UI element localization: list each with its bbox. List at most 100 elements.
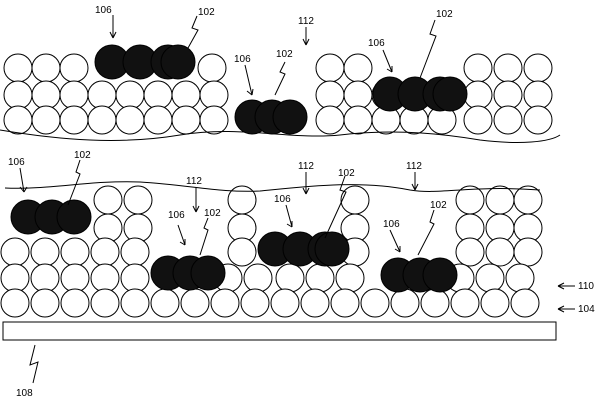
particle-circle: [390, 288, 420, 318]
particle-circle: [275, 263, 305, 293]
leader-line: [67, 159, 81, 206]
label-binder-cluster: 106: [368, 38, 385, 49]
particle-circle: [93, 213, 123, 243]
particle-circle: [90, 288, 120, 318]
particle-circle: [315, 53, 345, 83]
leader-line: [417, 209, 435, 256]
leader-line: [187, 15, 199, 49]
particle-circle: [523, 53, 553, 83]
particle-circle: [31, 105, 61, 135]
particle-circle: [115, 80, 145, 110]
particle-circle: [0, 288, 30, 318]
particle-circle: [87, 105, 117, 135]
particle-circle: [30, 263, 60, 293]
label-particle: 102: [338, 168, 355, 179]
dark-cluster: [150, 255, 226, 291]
particle-circle: [340, 185, 370, 215]
particle-circle: [315, 80, 345, 110]
leader-line: [179, 239, 186, 246]
particle-circle: [123, 185, 153, 215]
leader-lines: [19, 15, 575, 384]
particle-circle: [60, 288, 90, 318]
leader-line: [302, 187, 310, 195]
particle-circle: [115, 105, 145, 135]
leader-line: [557, 305, 565, 313]
dark-particle: [56, 199, 92, 235]
particle-circle: [87, 80, 117, 110]
leader-line: [29, 344, 39, 384]
leader-line: [419, 19, 437, 79]
particle-circle: [485, 237, 515, 267]
leader-line: [19, 167, 25, 193]
particle-circle: [199, 80, 229, 110]
particle-circle: [343, 80, 373, 110]
leader-line: [324, 175, 347, 239]
particle-circle: [420, 288, 450, 318]
label-particle: 102: [436, 9, 453, 20]
particle-circle: [143, 80, 173, 110]
dark-cluster: [380, 257, 458, 293]
label-gap: 112: [186, 176, 202, 187]
particle-circle: [463, 80, 493, 110]
particle-circle: [60, 237, 90, 267]
particle-circle: [305, 263, 335, 293]
particle-circle: [93, 185, 123, 215]
particle-circle: [30, 288, 60, 318]
dark-particle: [432, 76, 468, 112]
leader-line: [192, 205, 200, 213]
particle-circle: [360, 288, 390, 318]
particle-circle: [523, 80, 553, 110]
dark-particle: [160, 44, 196, 80]
particle-circle: [3, 53, 33, 83]
dark-cluster: [257, 231, 350, 267]
label-particle: 102: [204, 208, 221, 219]
particle-circle: [210, 288, 240, 318]
leader-line: [389, 229, 401, 253]
particle-circle: [59, 105, 89, 135]
leader-line: [246, 88, 254, 96]
particle-circle: [90, 237, 120, 267]
upper-particle-layer: [3, 53, 553, 135]
leader-line: [244, 64, 253, 96]
dark-particle: [314, 231, 350, 267]
label-substrate: 108: [16, 388, 33, 399]
leader-line: [382, 49, 393, 73]
particle-circle: [300, 288, 330, 318]
leader-line: [394, 246, 401, 253]
particle-circle: [123, 213, 153, 243]
particle-circle: [475, 263, 505, 293]
particle-circle: [523, 105, 553, 135]
binder-clusters: [10, 44, 468, 293]
label-binder-cluster: 106: [234, 54, 251, 65]
dark-cluster: [234, 99, 308, 135]
particle-circle: [455, 237, 485, 267]
leader-line: [386, 66, 393, 73]
leader-line: [557, 282, 565, 290]
particle-circle: [513, 237, 543, 267]
particle-circle: [180, 288, 210, 318]
particle-circle: [0, 237, 30, 267]
particle-circle: [227, 237, 257, 267]
label-binder-cluster: 106: [383, 219, 400, 230]
particle-circle: [343, 53, 373, 83]
dark-cluster: [372, 76, 468, 112]
label-binder-cluster: 106: [95, 5, 112, 16]
particle-circle: [505, 263, 535, 293]
particle-circle: [143, 105, 173, 135]
label-electrode-layer: 110: [578, 281, 594, 292]
leader-line: [285, 204, 293, 228]
leader-line: [177, 224, 186, 246]
label-particle: 102: [430, 200, 447, 211]
particle-circle: [243, 263, 273, 293]
particle-circle: [120, 263, 150, 293]
leader-line: [199, 217, 209, 256]
particle-circle: [485, 185, 515, 215]
particle-circle: [120, 288, 150, 318]
dark-cluster: [94, 44, 196, 80]
particle-circle: [3, 80, 33, 110]
particle-circle: [0, 263, 30, 293]
particle-circle: [59, 80, 89, 110]
label-gap: 112: [406, 161, 422, 172]
particle-circle: [493, 53, 523, 83]
